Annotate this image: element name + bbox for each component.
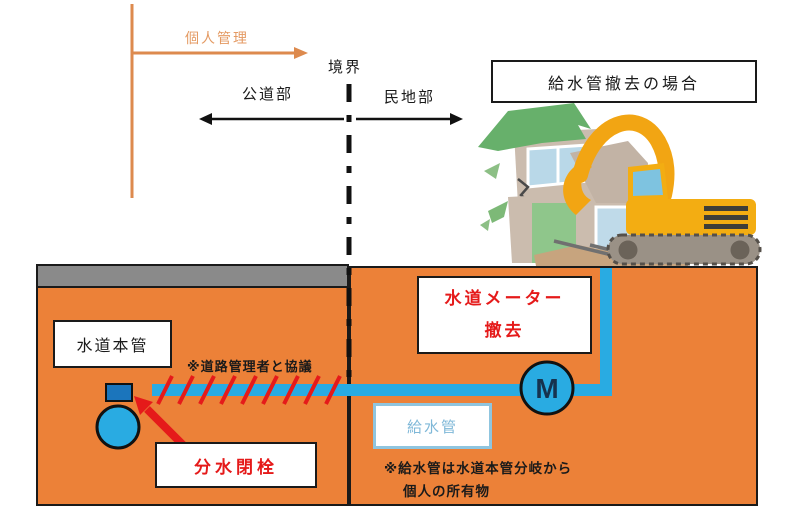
public-road-label: 公道部 <box>242 86 294 103</box>
meter-removal-line1: 水道メーター <box>444 289 565 308</box>
ownership-note-line2: 個人の所有物 <box>403 484 490 499</box>
branch-closure-label: 分水閉栓 <box>194 457 278 477</box>
excavator-bucket <box>563 161 592 215</box>
branch-closure-box: 分水閉栓 <box>155 442 317 488</box>
right-arrowhead-icon <box>450 113 463 125</box>
private-land-arrow <box>356 113 463 125</box>
excavator-cab-window <box>633 169 663 196</box>
supply-pipe-line <box>152 268 612 396</box>
corporation-stop-square <box>105 383 133 402</box>
road-surface-strip <box>38 266 347 288</box>
title-text: 給水管撤去の場合 <box>547 75 700 93</box>
left-arrowhead-icon <box>199 113 212 125</box>
meter-removal-line2: 撤去 <box>484 321 525 340</box>
personal-management-axis <box>130 4 308 198</box>
red-hatch-marks <box>156 375 342 405</box>
water-meter-removal-box: 水道メーター 撤去 <box>417 276 592 354</box>
water-main-box: 水道本管 <box>53 320 172 368</box>
personal-management-label: 個人管理 <box>185 30 249 46</box>
orange-arrowhead-icon <box>294 47 308 59</box>
water-main-label: 水道本管 <box>76 338 149 355</box>
public-road-arrow <box>199 113 344 125</box>
excavator-boom <box>572 114 675 203</box>
private-land-label: 民地部 <box>384 89 436 106</box>
water-main-circle <box>95 404 141 450</box>
meter-symbol: M <box>535 373 558 404</box>
demolition-illustration <box>478 103 762 266</box>
supply-pipe-label: 給水管 <box>406 418 458 436</box>
water-main-assembly <box>95 383 141 450</box>
meter-circle: M <box>519 360 575 416</box>
excavator-tracks <box>606 233 762 266</box>
supply-pipe-box: 給水管 <box>373 403 492 449</box>
red-arrow <box>134 396 187 449</box>
excavator <box>563 114 762 266</box>
ownership-note-line1: ※給水管は水道本管分岐から <box>384 461 573 476</box>
house-debris <box>480 163 508 231</box>
road-admin-note: ※道路管理者と協議 <box>187 359 313 374</box>
red-arrowhead-icon <box>134 396 153 415</box>
boundary-label: 境界 <box>328 59 363 76</box>
title-box: 給水管撤去の場合 <box>491 60 757 103</box>
